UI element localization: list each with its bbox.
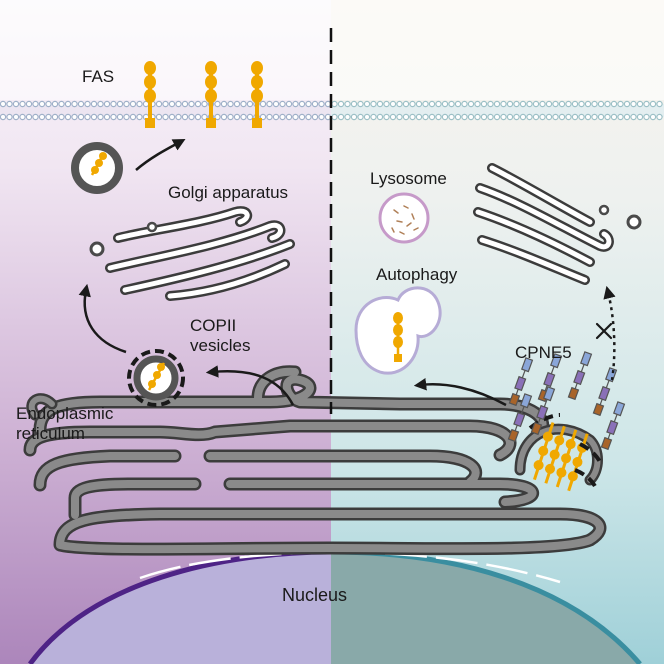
label-er-line1: Endoplasmic <box>16 404 114 423</box>
label-autophagy: Autophagy <box>376 265 458 284</box>
copii-vesicle <box>127 349 185 407</box>
arrow-er-to-copii <box>205 365 295 406</box>
cpne5-protein <box>567 351 593 401</box>
autophagosome <box>354 286 442 375</box>
label-er-line2: reticulum <box>16 424 85 443</box>
label-fas: FAS <box>82 67 114 86</box>
nucleus <box>27 549 642 664</box>
lysosome <box>378 192 430 244</box>
fas-protein <box>144 61 156 128</box>
golgi-apparatus-right <box>473 163 642 285</box>
arrow-blocked-to-golgi <box>603 285 616 381</box>
cpne5-protein <box>507 393 533 443</box>
label-cpne5: CPNE5 <box>515 343 572 362</box>
arrows <box>78 139 616 407</box>
secretory-vesicle <box>71 142 123 194</box>
fas-cluster <box>528 413 602 492</box>
golgi-apparatus-left <box>89 206 295 301</box>
cpne5-protein <box>530 386 556 436</box>
cpne5-protein <box>600 401 626 451</box>
fas-proteins <box>144 61 263 128</box>
label-copii-line2: vesicles <box>190 336 250 355</box>
fas-protein <box>205 61 217 128</box>
label-golgi: Golgi apparatus <box>168 183 288 202</box>
block-cross-icon <box>595 322 613 340</box>
cpne5-proteins <box>507 351 626 451</box>
arrow-to-membrane <box>135 139 186 171</box>
arrow-to-autophagy <box>413 378 507 407</box>
label-copii-line1: COPII <box>190 316 236 335</box>
plasma-membrane <box>0 100 664 121</box>
endoplasmic-reticulum <box>23 365 607 556</box>
label-nucleus: Nucleus <box>282 585 347 605</box>
cpne5-protein <box>508 357 534 407</box>
arrow-to-golgi <box>78 283 127 354</box>
label-lysosome: Lysosome <box>370 169 447 188</box>
fas-protein <box>251 61 263 128</box>
